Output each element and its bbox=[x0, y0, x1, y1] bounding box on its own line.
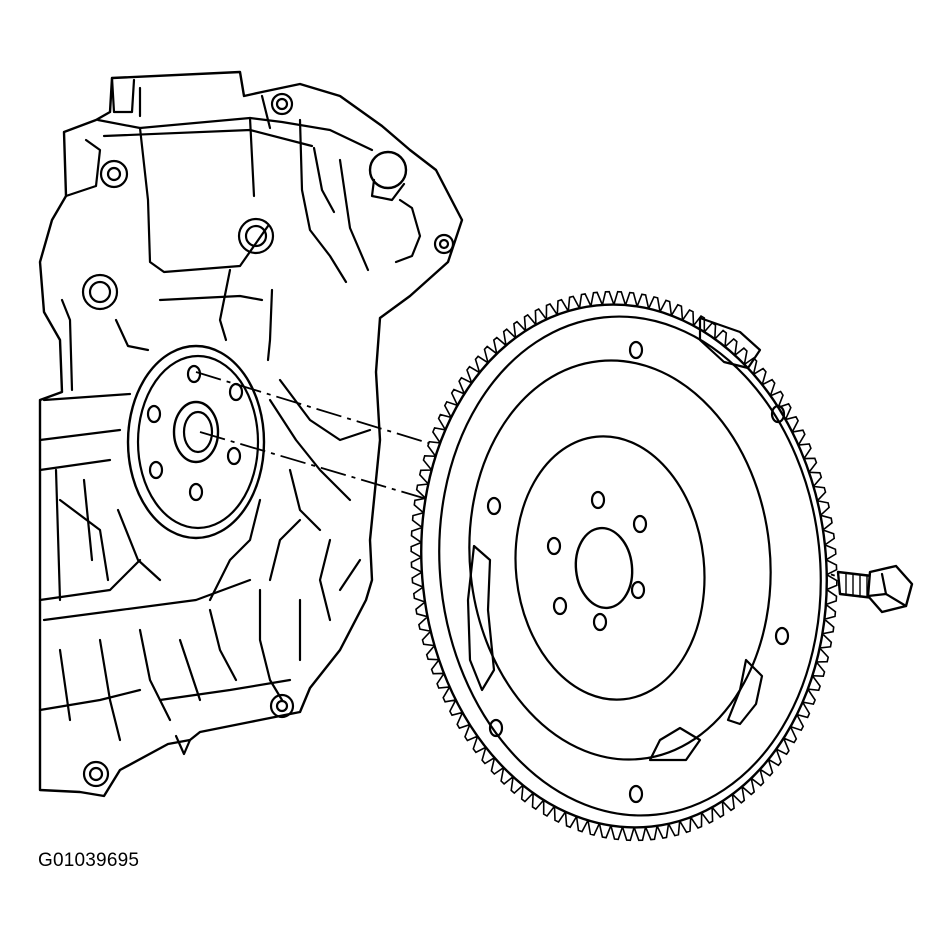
figure-id-label: G01039695 bbox=[38, 850, 140, 871]
crankshaft-flange bbox=[126, 344, 266, 540]
flywheel bbox=[410, 290, 838, 842]
flywheel-bolt bbox=[836, 564, 914, 614]
